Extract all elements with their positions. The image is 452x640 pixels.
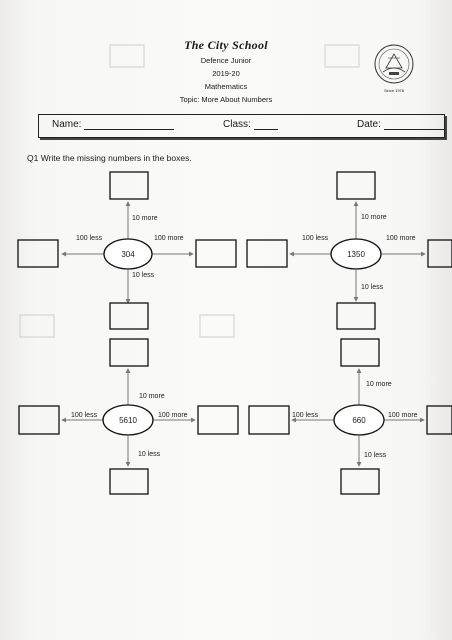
- name-blank[interactable]: [84, 119, 175, 130]
- label-10-more: 10 more: [361, 214, 387, 221]
- student-info-bar: Name: Class: Date:: [38, 114, 445, 138]
- bleed-through-mark: [324, 44, 360, 68]
- label-100-less: 100 less: [292, 412, 319, 419]
- label-100-more: 100 more: [154, 235, 184, 242]
- class-blank[interactable]: [253, 119, 278, 130]
- puzzle-660: 660 10 more 10 less 100 less 100 more: [248, 338, 452, 495]
- answer-box-100-less[interactable]: [246, 239, 288, 268]
- date-label: Date:: [357, 119, 381, 130]
- puzzle-1350: 1350 10 more 10 less 100 less 100 more: [246, 171, 452, 330]
- label-10-less: 10 less: [132, 272, 155, 279]
- answer-box-10-less[interactable]: [109, 468, 149, 495]
- label-100-less: 100 less: [302, 235, 329, 242]
- center-number: 5610: [119, 416, 137, 425]
- answer-box-10-more[interactable]: [109, 338, 149, 367]
- class-label: Class:: [223, 119, 251, 130]
- answer-box-100-less[interactable]: [248, 405, 290, 435]
- label-10-more: 10 more: [366, 381, 392, 388]
- label-100-less: 100 less: [76, 235, 103, 242]
- label-10-less: 10 less: [138, 451, 161, 458]
- label-10-more: 10 more: [132, 215, 158, 222]
- label-100-more: 100 more: [158, 412, 188, 419]
- label-100-more: 100 more: [386, 235, 416, 242]
- label-100-more: 100 more: [388, 412, 418, 419]
- center-number-oval: [102, 404, 154, 436]
- answer-box-10-less[interactable]: [336, 302, 376, 330]
- subject: Mathematics: [204, 82, 248, 91]
- date-field[interactable]: Date:: [357, 119, 444, 130]
- class-field[interactable]: Class:: [223, 119, 278, 130]
- name-field[interactable]: Name:: [52, 119, 175, 130]
- answer-box-100-less[interactable]: [18, 405, 60, 435]
- center-number: 304: [121, 250, 135, 259]
- answer-box-100-more[interactable]: [427, 239, 452, 268]
- answer-box-100-more[interactable]: [197, 405, 239, 435]
- branch-name: Defence Junior: [200, 56, 252, 65]
- center-number-oval: [330, 238, 382, 270]
- answer-box-10-more[interactable]: [336, 171, 376, 200]
- name-label: Name:: [52, 119, 82, 130]
- center-number-oval: [103, 238, 153, 270]
- bleed-through-mark: [199, 314, 235, 338]
- answer-box-100-more[interactable]: [426, 405, 452, 435]
- center-number: 1350: [347, 250, 365, 259]
- school-name: The City School: [184, 38, 268, 52]
- label-10-less: 10 less: [361, 284, 384, 291]
- puzzle-304: 304 10 more 10 less 100 less 100 more: [17, 171, 237, 330]
- center-number: 660: [352, 416, 366, 425]
- topic: Topic: More About Numbers: [179, 95, 273, 104]
- answer-box-10-more[interactable]: [340, 338, 380, 367]
- answer-box-100-more[interactable]: [195, 239, 237, 268]
- center-number-oval: [333, 404, 385, 436]
- label-100-less: 100 less: [71, 412, 98, 419]
- label-10-more: 10 more: [139, 393, 165, 400]
- answer-box-10-less[interactable]: [340, 468, 380, 495]
- bleed-through-mark: [109, 44, 145, 68]
- answer-box-10-less[interactable]: [109, 302, 149, 330]
- logo-caption: Since 1978: [383, 88, 404, 93]
- answer-box-100-less[interactable]: [17, 239, 59, 268]
- bleed-through-mark: [19, 314, 55, 338]
- answer-box-10-more[interactable]: [109, 171, 149, 200]
- question-text: Q1 Write the missing numbers in the boxe…: [27, 153, 192, 163]
- puzzle-5610: 5610 10 more 10 less 100 less 100 more: [18, 338, 239, 495]
- date-blank[interactable]: [383, 119, 444, 130]
- academic-year: 2019-20: [212, 69, 240, 78]
- school-crest-icon: [374, 44, 414, 84]
- label-10-less: 10 less: [364, 452, 387, 459]
